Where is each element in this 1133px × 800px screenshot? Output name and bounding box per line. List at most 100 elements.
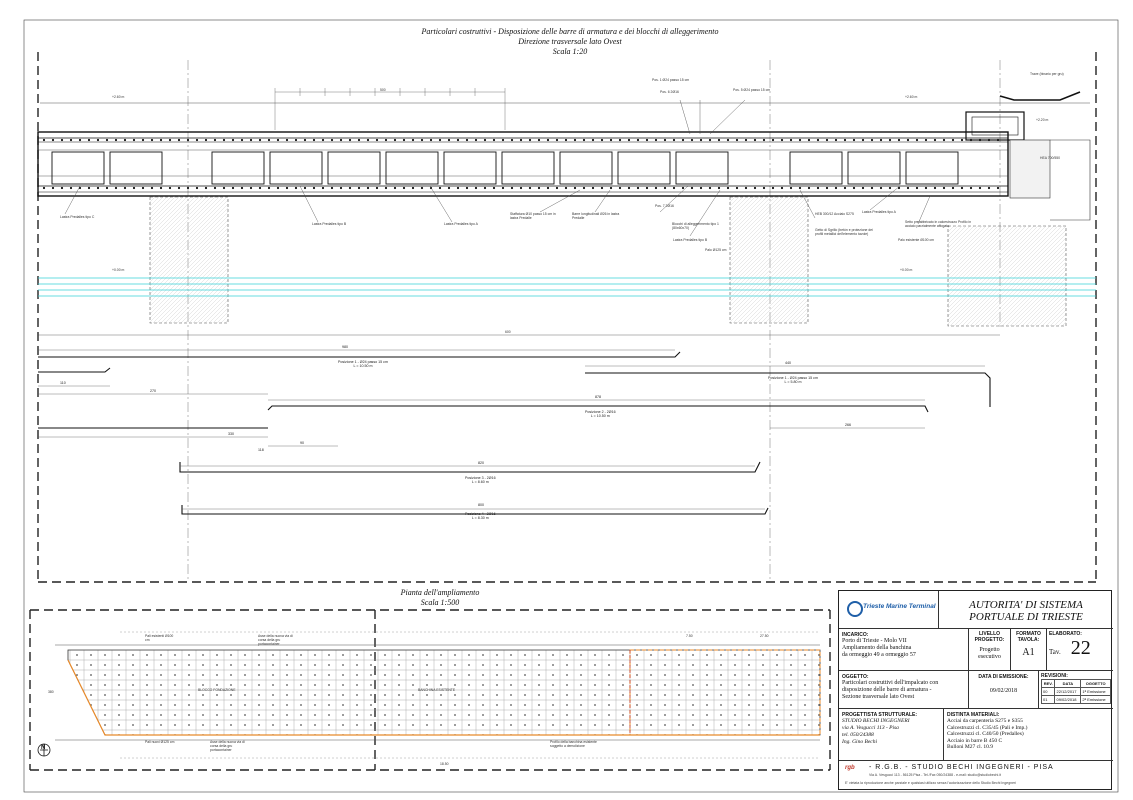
- rebar-dot: [816, 186, 820, 190]
- drawing-title-line1: Particolari costruttivi - Disposizione d…: [421, 27, 719, 36]
- plan-label-asse-1: Asse della nuova via di corsa della gru …: [258, 634, 293, 646]
- oggetto-line3: Sezione trasversale lato Ovest: [842, 694, 915, 700]
- rebar-dot: [834, 186, 838, 190]
- rebar-dot: [681, 138, 685, 142]
- callout-staffatura: Staffatura Ø10 passo 15 cm in lastra Pre…: [510, 212, 556, 220]
- rebar-dot: [42, 186, 46, 190]
- rebar-dot: [213, 138, 217, 142]
- plan-frame: [29, 609, 831, 771]
- plan-label-profilo: Profilo della banchina esistente soggett…: [550, 740, 597, 748]
- logo-mark-icon: [847, 601, 863, 617]
- incarico-line3: da ormeggio 49 a ormeggio 57: [842, 652, 916, 658]
- rebar-dot: [159, 138, 163, 142]
- plan-label-pali-nuovi: Pali nuovi Ø125 cm: [145, 740, 175, 744]
- rebar-dot: [105, 186, 109, 190]
- elevation-right-1: +2.60 m: [905, 95, 918, 99]
- bar-dim-878: 878: [595, 395, 601, 399]
- rebar-dot: [456, 138, 460, 142]
- rebar-dot: [726, 186, 730, 190]
- rebar-dot: [294, 138, 298, 142]
- rebar-dot: [456, 186, 460, 190]
- rebar-dot: [465, 186, 469, 190]
- rebar-dot: [339, 186, 343, 190]
- rebar-dot: [141, 138, 145, 142]
- callout-lastra-a-2: Lastra Predalles tipo A: [862, 210, 896, 214]
- data-emissione: DATA DI EMISSIONE: 09/02/2018: [969, 671, 1039, 709]
- rebar-dot: [708, 186, 712, 190]
- progettista-line4: Ing. Gino Bechi: [842, 739, 877, 745]
- rebar-dot: [510, 186, 514, 190]
- rebar-dot: [492, 186, 496, 190]
- rebar-dot: [231, 138, 235, 142]
- rebar-dot: [618, 186, 622, 190]
- studio-footer: rgb - R.G.B. - STUDIO BECHI INGEGNERI - …: [839, 761, 1113, 789]
- lightening-blocks: [51, 151, 959, 185]
- bar-pos3-label: Posizione 3 - 2Ø16: [465, 476, 496, 480]
- rebar-dot: [915, 186, 919, 190]
- rebar-dot: [600, 138, 604, 142]
- table-row: 00 22/12/2017 1ª Emissione: [1040, 687, 1111, 696]
- rev-number: 00: [1040, 687, 1056, 696]
- rebar-dot: [753, 186, 757, 190]
- rebar-dot: [87, 186, 91, 190]
- rebar-dot: [393, 186, 397, 190]
- incarico-label: INCARICO:: [842, 632, 869, 638]
- rebar-dot: [924, 138, 928, 142]
- rebar-dot: [114, 138, 118, 142]
- rebar-dot: [771, 186, 775, 190]
- rebar-dot: [744, 186, 748, 190]
- elaborato: ELABORATO: Tav. 22: [1047, 629, 1113, 671]
- rebar-dot: [789, 138, 793, 142]
- rebar-dot: [276, 186, 280, 190]
- distinta-line2: Calcestruzzi cl. C35/45 (Pali e Imp.): [947, 724, 1028, 731]
- rebar-dot: [996, 186, 1000, 190]
- drawing-title: Particolari costruttivi - Disposizione d…: [300, 27, 840, 57]
- plan-title-line: Pianta dell'ampliamento: [400, 588, 480, 597]
- rebar-dot: [474, 138, 478, 142]
- plan-title: Pianta dell'ampliamento Scala 1:500: [330, 588, 550, 608]
- plan-zone-1: BLOCCO FONDAZIONE: [198, 688, 236, 692]
- rev-header: REV.: [1040, 679, 1056, 688]
- rebar-dot: [393, 138, 397, 142]
- rebar-dot: [132, 186, 136, 190]
- rebar-dot: [312, 186, 316, 190]
- rev-object-header: OGGETTO: [1080, 679, 1111, 688]
- incarico-line1: Porto di Trieste - Molo VII: [842, 638, 907, 644]
- rebar-dot: [825, 138, 829, 142]
- elevation-water-right: +0.00 m: [900, 268, 913, 272]
- leader-lines: [64, 99, 931, 237]
- rebar-dot: [159, 186, 163, 190]
- rebar-dot: [717, 186, 721, 190]
- studio-address: Via A. Vesgucci 113 - 56125 Pisa - Tel./…: [869, 773, 1001, 777]
- rebar-dot: [420, 138, 424, 142]
- rebar-dot: [366, 138, 370, 142]
- rebar-dot: [897, 138, 901, 142]
- plan-label-pali-esistenti: Pali esistenti Ø100 cm: [145, 634, 174, 642]
- bar-dim-110: 110: [60, 381, 66, 385]
- deck-slab: [37, 131, 1009, 197]
- bar-pos2-label: Posizione 2 - 2Ø16: [585, 410, 616, 414]
- rev-number: 01: [1040, 695, 1056, 704]
- formato-label: FORMATO TAVOLA:: [1016, 631, 1041, 643]
- callout-pos6: Pos. 6 2Ø16: [660, 90, 679, 94]
- rebar-dot: [654, 138, 658, 142]
- elevation-right-2: +2.20 m: [1036, 118, 1049, 122]
- rebar-dot: [384, 138, 388, 142]
- rebar-dot: [672, 186, 676, 190]
- callout-pos1: Pos. 1 Ø24 passo 15 cm: [652, 78, 690, 82]
- rebar-dot: [465, 138, 469, 142]
- rebar-dot: [168, 186, 172, 190]
- callout-trave: Trave (binario per gru): [1030, 72, 1064, 76]
- oggetto: OGGETTO: Particolari costruttivi dell'im…: [839, 671, 969, 709]
- rebar-dot: [636, 138, 640, 142]
- rebar-dot: [789, 186, 793, 190]
- rebar-dot: [60, 138, 64, 142]
- rebar-dot: [879, 186, 883, 190]
- rebar-dot: [699, 186, 703, 190]
- oggetto-line1: Particolari costruttivi dell'impalcato c…: [842, 680, 939, 686]
- rebar-dot: [771, 138, 775, 142]
- rebar-dot: [681, 186, 685, 190]
- rebar-dot: [195, 186, 199, 190]
- rebar-dot: [411, 186, 415, 190]
